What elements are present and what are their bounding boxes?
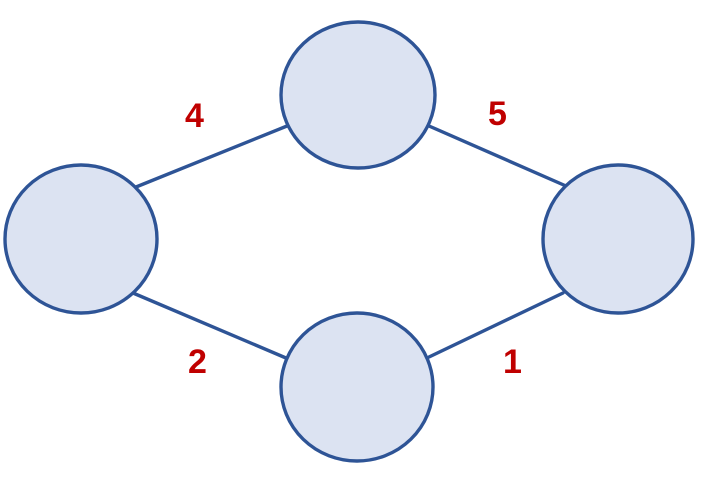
edge-top-right[interactable] [427, 124, 568, 188]
node-top[interactable] [279, 20, 437, 170]
edge-weight-label-left-top: 4 [185, 97, 204, 135]
node-right[interactable] [541, 163, 695, 315]
edge-bottom-right[interactable] [427, 291, 565, 359]
nodes-group [3, 20, 695, 463]
node-left[interactable] [3, 163, 159, 315]
edge-weight-label-bottom-right: 1 [503, 343, 522, 381]
edges-group [131, 124, 568, 360]
edge-left-bottom[interactable] [131, 291, 288, 360]
edge-left-top[interactable] [134, 124, 289, 189]
edge-weight-label-top-right: 5 [488, 95, 507, 133]
edge-weight-label-left-bottom: 2 [188, 343, 207, 381]
node-bottom[interactable] [279, 311, 435, 463]
